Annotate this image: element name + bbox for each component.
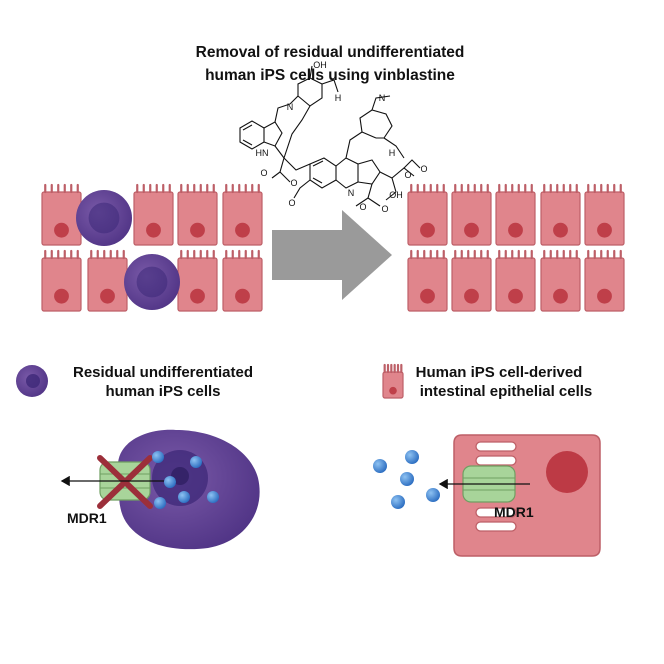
- legend-ips: Residual undifferentiated human iPS cell…: [16, 364, 253, 400]
- epithelial-nucleus: [54, 222, 69, 238]
- epithelial-nucleus: [464, 222, 479, 238]
- ips-drug-molecule: [154, 497, 166, 509]
- atom-o-ester1: O: [260, 168, 267, 178]
- epithelial-cell: [177, 183, 218, 246]
- epithelial-cell: [41, 249, 82, 312]
- iec-drug-molecule: [405, 450, 419, 464]
- transition-arrow: [272, 210, 392, 300]
- epithelial-nucleus: [235, 288, 250, 304]
- epithelial-nucleus: [54, 288, 69, 304]
- epithelial-cell: [407, 249, 448, 312]
- epithelial-nucleus: [597, 288, 612, 304]
- iec-drug-molecule: [391, 495, 405, 509]
- atom-o-acetate2: O: [420, 164, 427, 174]
- legend-ips-line-2: human iPS cells: [105, 383, 220, 400]
- epithelial-cell: [451, 183, 492, 246]
- legend-epithelial-cell: [382, 363, 404, 399]
- ips-drug-molecule: [190, 456, 202, 468]
- epithelial-nucleus: [553, 222, 568, 238]
- left-cell-layer: [41, 183, 263, 312]
- epithelial-cell: [222, 249, 263, 312]
- legend-iec-line-2: intestinal epithelial cells: [420, 383, 593, 400]
- ips-cell: [124, 254, 180, 310]
- ips-drug-molecule: [178, 491, 190, 503]
- epithelial-nucleus: [420, 288, 435, 304]
- epithelial-cell: [407, 183, 448, 246]
- ips-mdr1-label: MDR1: [67, 510, 107, 526]
- epithelial-cell: [177, 249, 218, 312]
- atom-o-ester2b: O: [381, 204, 388, 214]
- epithelial-cell: [495, 183, 536, 246]
- iec-drug-molecule: [400, 472, 414, 486]
- iec-mechanism: MDR1: [373, 434, 601, 557]
- epithelial-nucleus: [420, 222, 435, 238]
- iec-mdr1-label: MDR1: [494, 504, 534, 520]
- atom-hn-indole: HN: [256, 148, 269, 158]
- epithelial-nucleus: [190, 222, 205, 238]
- iec-drug-molecule: [426, 488, 440, 502]
- atom-n-indoline: N: [348, 188, 355, 198]
- ips-mechanism: MDR1: [60, 429, 260, 550]
- epithelial-cell: [133, 183, 174, 246]
- epithelial-cell: [584, 249, 625, 312]
- legend-ips-nucleus-icon: [26, 374, 40, 388]
- vinblastine-structure: OH N H HN N N O O O O O OH O O H: [239, 60, 428, 214]
- iec-cell-nucleus: [546, 451, 588, 493]
- atom-h-top: H: [335, 93, 342, 103]
- epithelial-nucleus: [389, 386, 397, 395]
- legend-epithelial-cell-icon: [382, 363, 404, 399]
- epithelial-nucleus: [146, 222, 161, 238]
- atom-o-ester2: O: [359, 202, 366, 212]
- atom-n-top: N: [287, 102, 294, 112]
- epithelial-cell: [451, 249, 492, 312]
- iec-drug-molecule: [373, 459, 387, 473]
- title-line-1: Removal of residual undifferentiated: [196, 44, 465, 61]
- legend-iec: Human iPS cell-derived intestinal epithe…: [382, 363, 593, 400]
- epithelial-cell: [540, 183, 581, 246]
- legend-iec-line-1: Human iPS cell-derived: [416, 364, 583, 381]
- epithelial-nucleus: [597, 222, 612, 238]
- epithelial-nucleus: [100, 288, 115, 304]
- epithelial-nucleus: [508, 288, 523, 304]
- atom-o-ester1b: O: [290, 178, 297, 188]
- epithelial-nucleus: [190, 288, 205, 304]
- epithelial-nucleus: [235, 222, 250, 238]
- ips-drug-molecule: [207, 491, 219, 503]
- epithelial-cell: [584, 183, 625, 246]
- atom-oh-bottom: OH: [389, 190, 403, 200]
- right-cell-layer: [407, 183, 625, 312]
- epithelial-cell: [222, 183, 263, 246]
- epithelial-nucleus: [508, 222, 523, 238]
- epithelial-cell: [41, 183, 82, 246]
- atom-o-acetate: O: [404, 170, 411, 180]
- atom-n-right: N: [379, 93, 386, 103]
- epithelial-cell: [87, 249, 128, 312]
- epithelial-nucleus: [464, 288, 479, 304]
- atom-oh-top: OH: [313, 60, 327, 70]
- epithelial-cell: [495, 249, 536, 312]
- title-line-2: human iPS cells using vinblastine: [205, 67, 455, 84]
- atom-h-bottom: H: [389, 148, 396, 158]
- iec-microvilli: [475, 441, 517, 532]
- ips-drug-molecule: [152, 451, 164, 463]
- atom-o-methoxy: O: [288, 198, 295, 208]
- ips-drug-molecule: [164, 476, 176, 488]
- epithelial-nucleus: [553, 288, 568, 304]
- ips-mdr1-blocked-cross-icon: [97, 455, 153, 509]
- legend-ips-line-1: Residual undifferentiated: [73, 364, 253, 381]
- ips-cell: [76, 190, 132, 246]
- epithelial-cell: [540, 249, 581, 312]
